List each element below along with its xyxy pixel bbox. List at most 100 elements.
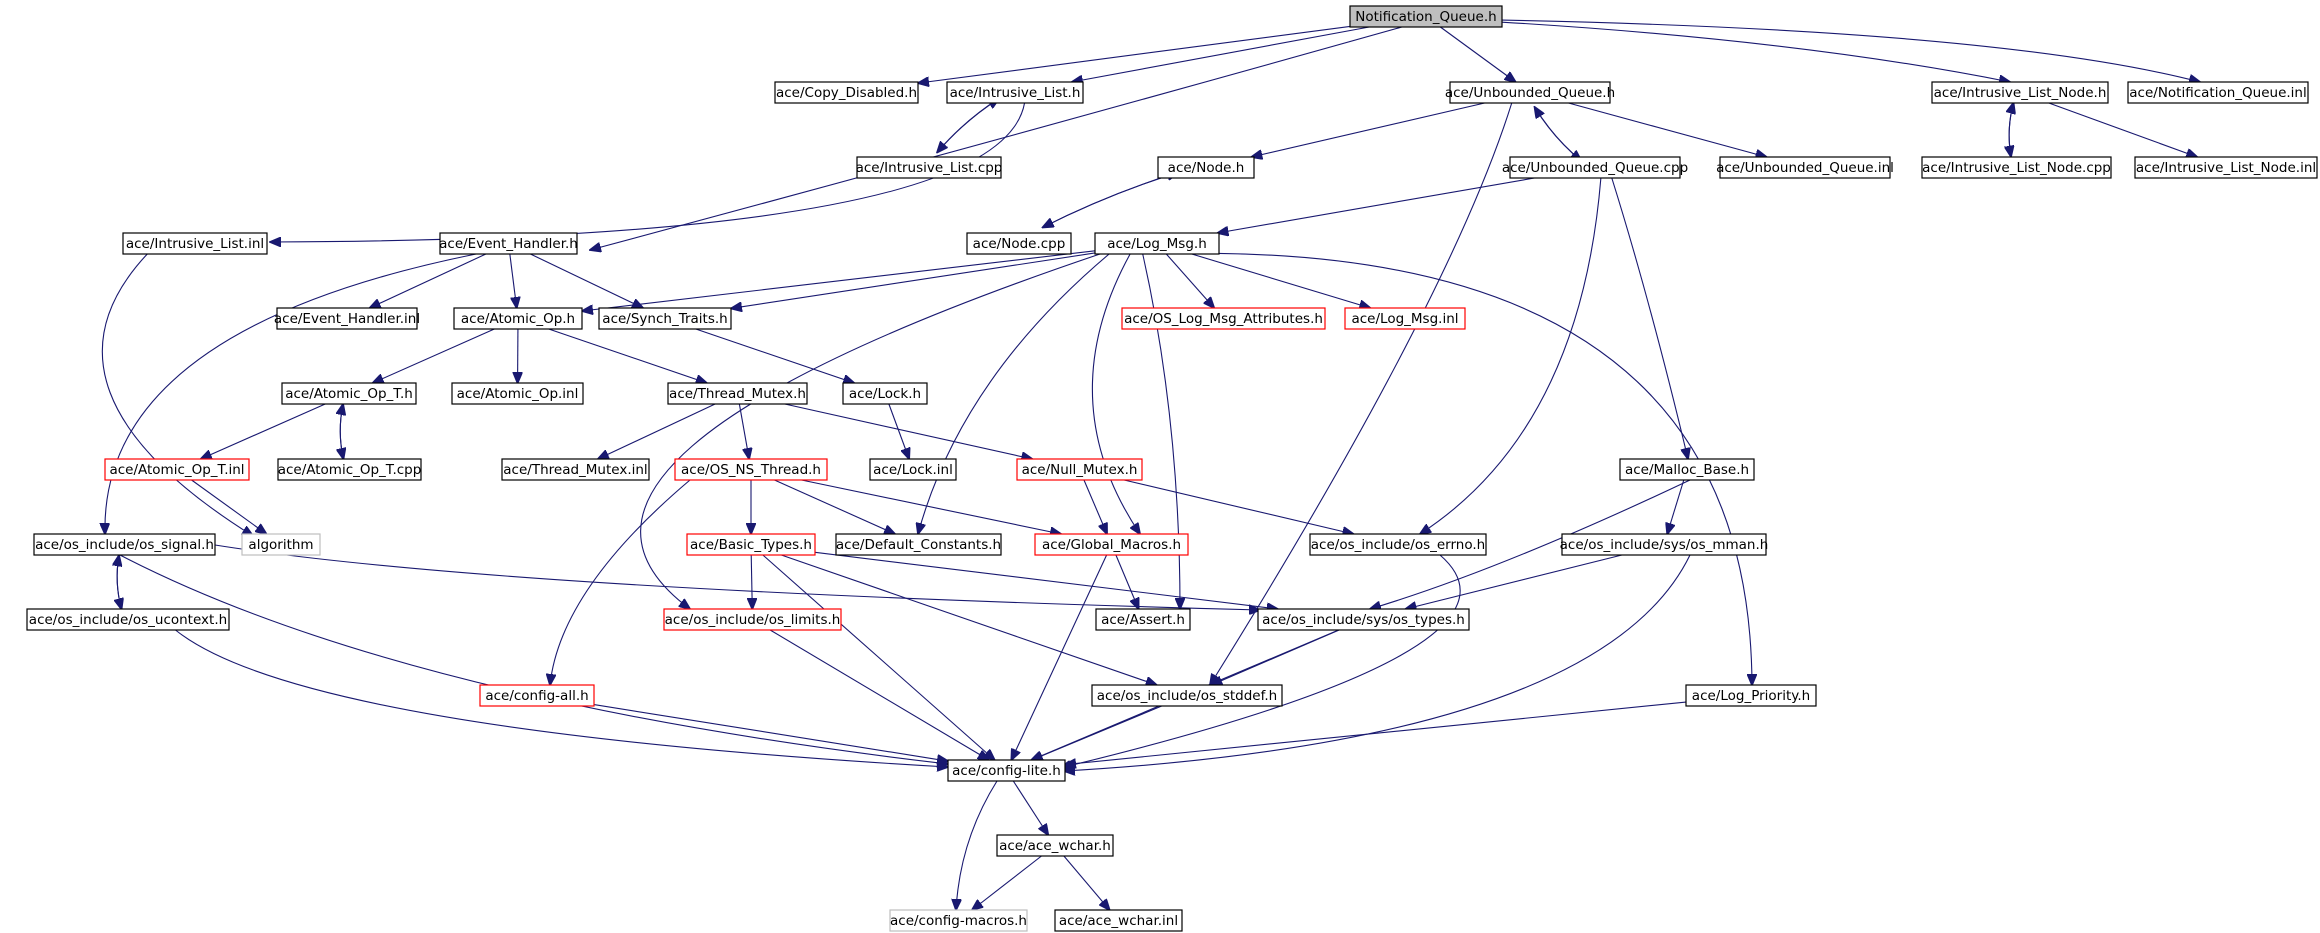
graph-node-ilist-h[interactable]: ace/Intrusive_List.h [946,81,1084,104]
graph-node-configall[interactable]: ace/config-all.h [479,684,595,707]
node-label: ace/Intrusive_List.cpp [856,160,1003,176]
graph-node-evh-h[interactable]: ace/Event_Handler.h [439,232,578,255]
node-label: ace/Assert.h [1101,612,1185,628]
node-box [1509,156,1681,179]
graph-node-atom-inl[interactable]: ace/Atomic_Op.inl [451,382,584,405]
node-box [1054,909,1183,932]
edge-configlite-to-acewchar_h [1012,780,1048,835]
graph-node-synch[interactable]: ace/Synch_Traits.h [598,307,732,330]
graph-node-logmsg-inl[interactable]: ace/Log_Msg.inl [1344,307,1466,330]
graph-node-basic[interactable]: ace/Basic_Types.h [686,533,816,556]
node-label: ace/Atomic_Op_T.cpp [278,462,422,478]
edge-nq_h-to-nq_inl [1501,19,2200,82]
node-label: ace/Atomic_Op_T.inl [109,462,244,478]
graph-node-ostypes[interactable]: ace/os_include/sys/os_types.h [1257,608,1470,631]
node-box [667,382,808,405]
graph-node-configlite[interactable]: ace/config-lite.h [947,759,1066,782]
graph-node-defconst[interactable]: ace/Default_Constants.h [835,533,1002,556]
graph-node-signal[interactable]: ace/os_include/os_signal.h [33,533,216,556]
graph-node-ilist-inl[interactable]: ace/Intrusive_List.inl [122,232,268,255]
graph-node-ilist-cpp[interactable]: ace/Intrusive_List.cpp [856,156,1003,179]
graph-node-oslogattr[interactable]: ace/OS_Log_Msg_Attributes.h [1121,307,1326,330]
graph-node-oslimits[interactable]: ace/os_include/os_limits.h [663,608,842,631]
graph-node-iln-h[interactable]: ace/Intrusive_List_Node.h [1931,81,2109,104]
node-box [1619,458,1755,481]
graph-node-algorithm[interactable]: algorithm [241,533,321,556]
graph-node-node-cpp[interactable]: ace/Node.cpp [966,232,1072,255]
graph-node-configmac[interactable]: ace/config-macros.h [889,909,1028,932]
edge-malloc-to-osmman [1667,479,1685,534]
node-label: ace/Synch_Traits.h [602,311,727,327]
graph-node-copy-dis[interactable]: ace/Copy_Disabled.h [774,81,919,104]
graph-node-tmutex-h[interactable]: ace/Thread_Mutex.h [667,382,808,405]
graph-node-atomt-h[interactable]: ace/Atomic_Op_T.h [281,382,417,405]
edge-osstddef-to-configlite [1032,705,1162,760]
edge-globmac-to-configlite [1011,554,1108,760]
graph-node-acewchar-h[interactable]: ace/ace_wchar.h [996,834,1114,857]
node-label: Notification_Queue.h [1355,9,1496,25]
edge-nq_h-to-ubq_h [1440,26,1515,82]
graph-node-atomt-inl[interactable]: ace/Atomic_Op_T.inl [104,458,250,481]
node-label: ace/ace_wchar.h [999,838,1111,854]
graph-node-osmman[interactable]: ace/os_include/sys/os_mman.h [1560,533,1769,556]
graph-node-node-h[interactable]: ace/Node.h [1157,156,1255,179]
graph-node-lock-h[interactable]: ace/Lock.h [842,382,928,405]
graph-node-oserrno[interactable]: ace/os_include/os_errno.h [1309,533,1487,556]
edge-ubq_h-to-ubq_inl [1568,102,1767,157]
edge-logmsg_h-to-assert [1142,253,1180,609]
node-label: ace/Node.h [1168,160,1245,176]
graph-node-lock-inl[interactable]: ace/Lock.inl [869,458,957,481]
node-box [1257,608,1470,631]
edge-basic-to-oslimits [751,554,752,609]
graph-node-atom-h[interactable]: ace/Atomic_Op.h [453,307,583,330]
node-box [947,759,1066,782]
graph-node-malloc[interactable]: ace/Malloc_Base.h [1619,458,1755,481]
edge-node_h-to-node_cpp [1043,171,1179,227]
node-box [1091,684,1283,707]
node-label: algorithm [248,537,313,553]
edge-nmutex_h-to-globmac [1083,479,1107,534]
edge-nq_h-to-iln_h [1501,21,2010,82]
edge-ubq_h-to-ubq_cpp [1534,106,1582,161]
graph-node-ubq-inl[interactable]: ace/Unbounded_Queue.inl [1716,156,1894,179]
graph-node-logprio[interactable]: ace/Log_Priority.h [1685,684,1817,707]
node-label: ace/Notification_Queue.inl [2129,85,2306,101]
graph-node-globmac[interactable]: ace/Global_Macros.h [1034,533,1189,556]
edge-nq_h-to-evh_h [590,26,1403,250]
graph-node-ucontext[interactable]: ace/os_include/os_ucontext.h [26,608,230,631]
edge-signal-to-ostypes [214,544,1260,610]
node-box [501,458,650,481]
node-label: ace/Copy_Disabled.h [776,85,917,101]
node-box [451,382,584,405]
graph-node-iln-inl[interactable]: ace/Intrusive_List_Node.inl [2134,156,2318,179]
node-label: ace/Intrusive_List.h [950,85,1081,101]
edge-ubq_cpp-to-malloc [1611,177,1688,459]
edge-nq_h-to-ilist_h [1072,26,1370,82]
node-label: ace/Thread_Mutex.h [669,386,806,402]
graph-node-osstddef[interactable]: ace/os_include/os_stddef.h [1091,684,1283,707]
graph-node-iln-cpp[interactable]: ace/Intrusive_List_Node.cpp [1921,156,2112,179]
node-box [869,458,957,481]
graph-node-osnt-h[interactable]: ace/OS_NS_Thread.h [674,458,828,481]
node-label: ace/Atomic_Op_T.h [285,386,413,402]
node-box [281,382,417,405]
graph-node-evh-inl[interactable]: ace/Event_Handler.inl [274,307,420,330]
graph-node-assert[interactable]: ace/Assert.h [1095,608,1191,631]
edge-malloc-to-ostypes [1370,479,1691,609]
graph-node-ubq-h[interactable]: ace/Unbounded_Queue.h [1445,81,1615,104]
graph-node-nq-inl[interactable]: ace/Notification_Queue.inl [2127,81,2309,104]
graph-node-atomt-cpp[interactable]: ace/Atomic_Op_T.cpp [277,458,422,481]
graph-node-ubq-cpp[interactable]: ace/Unbounded_Queue.cpp [1502,156,1688,179]
node-box [1016,458,1143,481]
node-label: ace/Basic_Types.h [690,537,812,553]
node-label: ace/config-macros.h [890,913,1027,929]
graph-node-nq-h[interactable]: Notification_Queue.h [1349,5,1503,28]
graph-node-nmutex-h[interactable]: ace/Null_Mutex.h [1016,458,1143,481]
graph-node-acewchar-inl[interactable]: ace/ace_wchar.inl [1054,909,1183,932]
graph-node-logmsg-h[interactable]: ace/Log_Msg.h [1094,232,1220,255]
edge-iln_cpp-to-iln_h [2009,103,2013,157]
graph-node-tmutex-inl[interactable]: ace/Thread_Mutex.inl [501,458,650,481]
node-label: ace/Unbounded_Queue.h [1445,85,1615,101]
